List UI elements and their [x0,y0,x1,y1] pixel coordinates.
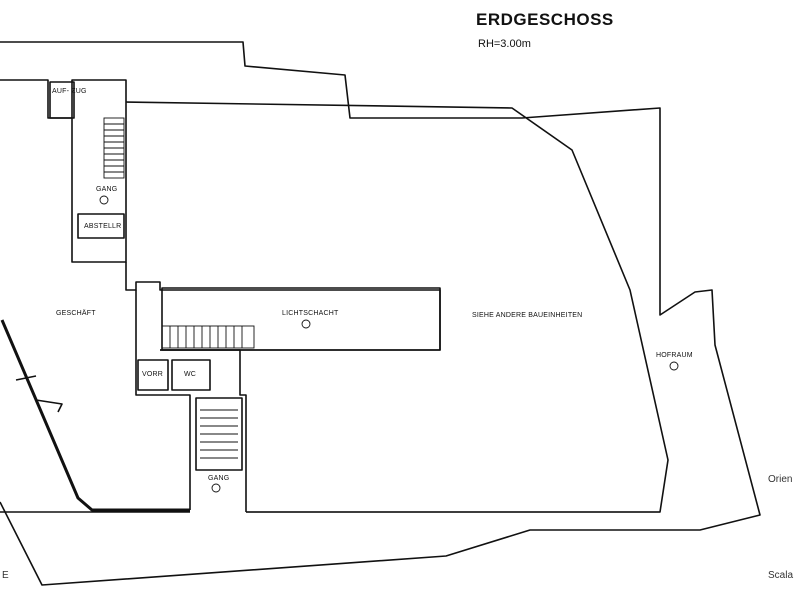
room-marker-hofraum [669,361,679,371]
plan-subtitle: RH=3.00m [478,38,531,50]
wc-room [171,359,211,391]
label-vorr: VORR [142,371,164,378]
label-abstellr: ABSTELLR [84,223,122,230]
label-left-edge: E [2,570,9,581]
site-boundary [0,41,761,586]
label-lichtschacht: LICHTSCHACHT [282,310,339,317]
label-scale: Scala [768,570,794,581]
label-orientation: Orien [768,474,793,485]
room-marker-gang-bottom [211,483,221,493]
label-aufzug: AUF- ZUG [52,88,87,95]
left-core [71,79,127,263]
vorr-room [137,359,169,391]
bottom-stair-box [195,397,243,471]
building-outline [125,101,669,513]
aufzug-box [49,81,75,119]
label-gang-top: GANG [96,186,118,193]
label-wc: WC [184,371,197,378]
room-marker-lichtschacht [301,319,311,329]
label-gang-bottom: GANG [208,475,230,482]
lichtschacht-shape [161,287,441,351]
shop-front [0,319,190,512]
abstellr-box [77,213,125,239]
label-siehe-andere: SIEHE ANDERE BAUEINHEITEN [472,312,583,319]
room-marker-gang-top [99,195,109,205]
label-geschaeft: GESCHÄFT [56,310,96,317]
label-hofraum: HOFRAUM [656,352,693,359]
plan-title: ERDGESCHOSS [476,10,614,29]
